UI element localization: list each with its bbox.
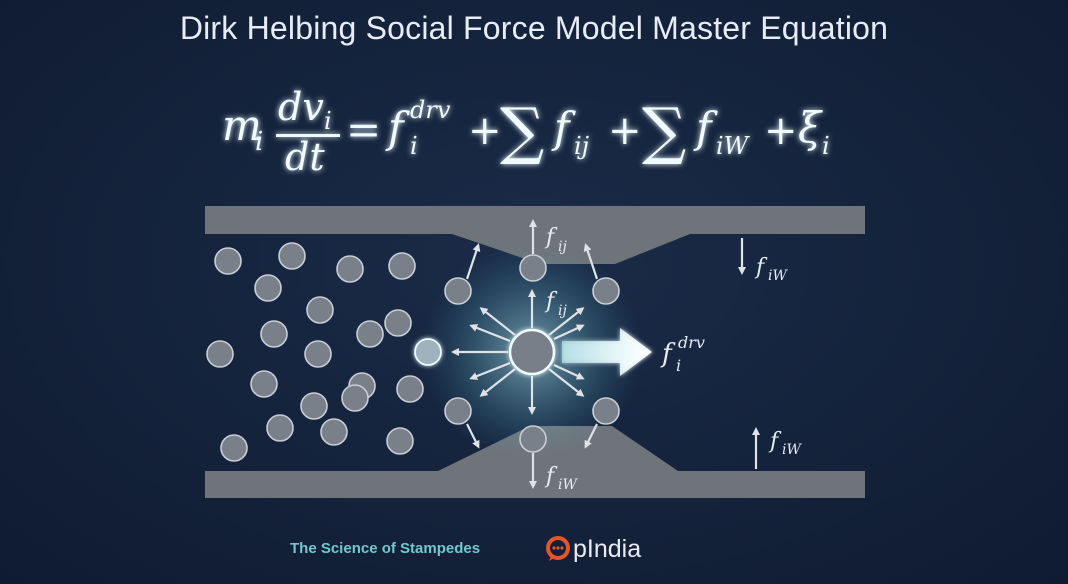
- arrow-focal-left-down: [469, 361, 511, 380]
- arrow-focal-downleft: [479, 368, 516, 397]
- opindia-speech-icon: [546, 536, 570, 561]
- eq-numerator-sub: i: [324, 107, 332, 135]
- eq-term-drv-sub: i: [410, 132, 418, 160]
- eq-mass-sub: i: [255, 127, 263, 157]
- crowd-pedestrian: [388, 252, 416, 280]
- crowd-pedestrian: [300, 392, 328, 420]
- master-equation: m i dv i dt = f drv i + ∑ f ij + ∑ f iW …: [222, 85, 830, 179]
- crowd-pedestrian: [306, 296, 334, 324]
- eq-mass: m: [222, 101, 262, 150]
- crowd-pedestrian: [384, 309, 412, 337]
- label-f-ij-mid-sub: ij: [558, 303, 567, 319]
- crowd-pedestrian: [320, 418, 348, 446]
- arrow-focal-downright: [548, 368, 585, 397]
- pedestrian-upper-left: [444, 277, 472, 305]
- driving-force-arrow: [562, 328, 652, 376]
- crowd-pedestrian: [304, 340, 332, 368]
- crowd-pedestrian: [206, 340, 234, 368]
- crowd-pedestrian: [250, 370, 278, 398]
- brand-logo: pIndia: [545, 533, 641, 565]
- pedestrian-left-neighbour: [414, 338, 442, 366]
- eq-plus-2: +: [608, 108, 642, 154]
- arrow-focal-right-up: [553, 324, 585, 340]
- crowd-pedestrian: [278, 242, 306, 270]
- arrow-focal-left-up: [469, 324, 511, 343]
- crowd-pedestrian: [214, 247, 242, 275]
- eq-sum-2: ∑: [642, 94, 686, 167]
- label-f-drv: f: [660, 339, 676, 369]
- label-f-drv-sup: drv: [678, 333, 705, 352]
- social-force-diagram: f ij f ij f iW f iW f iW f drv i: [205, 206, 865, 498]
- eq-plus-3: +: [764, 108, 798, 154]
- arrow-focal-upright: [548, 307, 585, 336]
- crowd-pedestrian: [356, 320, 384, 348]
- crowd-pedestrian: [254, 274, 282, 302]
- eq-term-fiw-sub: iW: [716, 132, 751, 160]
- label-f-drv-sub: i: [676, 356, 681, 375]
- crowd-pedestrian: [396, 375, 424, 403]
- brand-name: pIndia: [573, 534, 642, 563]
- eq-fraction-bar: [276, 134, 340, 137]
- eq-term-fiw: f: [693, 103, 718, 152]
- eq-plus-1: +: [468, 108, 502, 154]
- arrow-lower-left-out: [466, 423, 480, 449]
- eq-term-fij-sub: ij: [574, 132, 590, 160]
- page-title: Dirk Helbing Social Force Model Master E…: [179, 10, 889, 46]
- eq-term-drv: f: [385, 103, 410, 152]
- eq-term-noise-sub: i: [822, 132, 830, 160]
- focal-pedestrian: [508, 328, 556, 376]
- eq-equals: =: [346, 105, 381, 154]
- pedestrian-bottom-contact: [519, 425, 547, 453]
- label-f-iw-right-top-sub: iW: [768, 268, 788, 284]
- label-f-iw-bottom-sub: iW: [558, 477, 578, 493]
- pedestrian-top-contact: [519, 254, 547, 282]
- arrow-upper-left-out: [465, 243, 481, 280]
- crowd-pedestrian: [266, 414, 294, 442]
- eq-denominator: dt: [285, 135, 325, 179]
- arrow-focal-right-down: [553, 364, 585, 380]
- footer-caption: The Science of Stampedes: [290, 540, 481, 557]
- eq-term-fij: f: [551, 103, 576, 152]
- arrow-focal-upleft: [479, 307, 516, 336]
- arrow-upper-right-out: [583, 243, 599, 280]
- label-f-iw-right-top: f: [754, 255, 768, 280]
- eq-numerator: dv: [278, 85, 324, 129]
- pedestrian-lower-right: [592, 397, 620, 425]
- crowd-pedestrian: [386, 427, 414, 455]
- label-f-iw-right-bottom: f: [768, 429, 782, 454]
- pedestrian-upper-right: [592, 277, 620, 305]
- crowd-pedestrian: [260, 320, 288, 348]
- label-f-ij-top-sub: ij: [558, 239, 567, 255]
- pedestrian-lower-left: [444, 397, 472, 425]
- crowd-pedestrian: [220, 434, 248, 462]
- eq-term-drv-sup: drv: [410, 96, 451, 124]
- eq-sum-1: ∑: [500, 94, 544, 167]
- crowd-pedestrian: [336, 255, 364, 283]
- top-wall: [205, 206, 865, 264]
- eq-term-noise: ξ: [798, 103, 823, 152]
- crowd-pedestrian: [341, 384, 369, 412]
- arrow-lower-right-out: [584, 423, 598, 449]
- label-f-iw-right-bottom-sub: iW: [782, 442, 802, 458]
- bottom-wall: [205, 426, 865, 498]
